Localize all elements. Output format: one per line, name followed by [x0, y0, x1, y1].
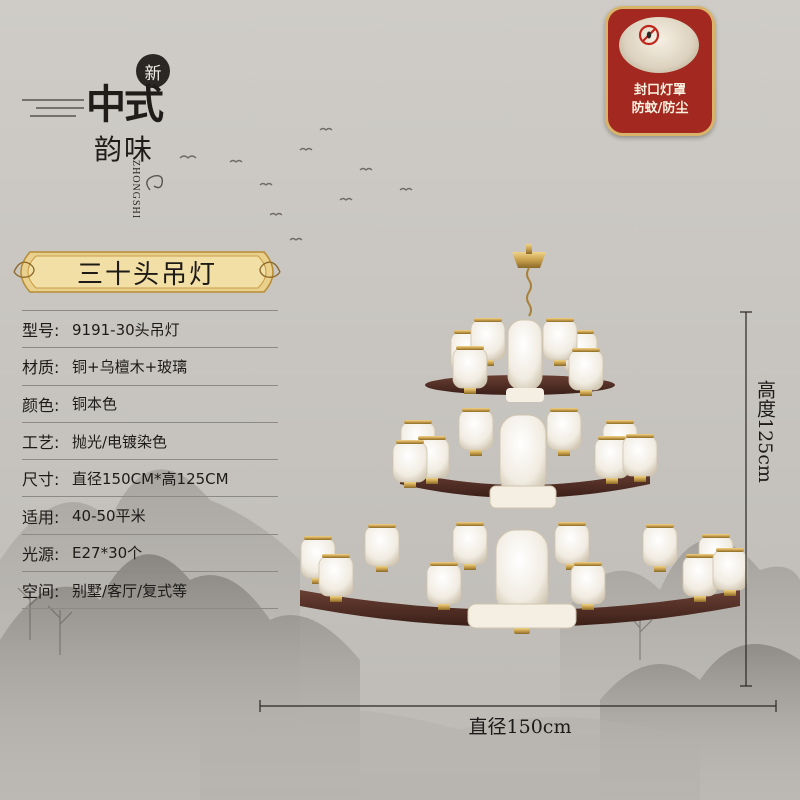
diameter-dimension-label: 直径150cm: [468, 716, 572, 738]
logo-line-2: 韵味: [94, 133, 155, 166]
spec-value: 铜+乌檀木+玻璃: [72, 357, 188, 376]
spec-row: 尺寸: 直径150CM*高125CM: [22, 460, 278, 498]
spec-row: 材质: 铜+乌檀木+玻璃: [22, 348, 278, 386]
spec-key: 适用:: [22, 507, 60, 527]
spec-key: 尺寸:: [22, 470, 60, 490]
height-dimension-label: 高度125cm: [754, 380, 776, 483]
spec-key: 光源:: [22, 544, 60, 564]
no-mosquito-icon: [638, 24, 660, 46]
spec-value: 9191-30头吊灯: [72, 320, 180, 339]
spec-row: 颜色: 铜本色: [22, 386, 278, 423]
spec-row: 光源: E27*30个: [22, 535, 278, 573]
logo-line-1: 中式: [86, 81, 164, 128]
feature-line-2: 防蚊/防尘: [631, 101, 689, 116]
spec-value: 抛光/电镀染色: [72, 432, 168, 451]
lamp-shade-photo: [619, 17, 699, 73]
spec-value: 40-50平米: [72, 507, 146, 526]
spec-value: E27*30个: [72, 544, 143, 563]
spec-row: 空间: 别墅/客厅/复式等: [22, 572, 278, 610]
spec-list: 型号: 9191-30头吊灯 材质: 铜+乌檀木+玻璃 颜色: 铜本色 工艺: …: [22, 310, 278, 610]
chandelier-illustration: [300, 244, 748, 634]
spec-row: 适用: 40-50平米: [22, 497, 278, 535]
spec-row: 型号: 9191-30头吊灯: [22, 310, 278, 349]
title-banner: 三十头吊灯: [8, 247, 286, 297]
spec-key: 工艺:: [22, 433, 60, 453]
spec-key: 颜色:: [22, 395, 60, 415]
spec-value: 别墅/客厅/复式等: [72, 581, 188, 600]
dimension-lines: [259, 311, 777, 712]
feature-line-1: 封口灯罩: [633, 83, 686, 98]
spec-row: 工艺: 抛光/电镀染色: [22, 423, 278, 461]
spec-value: 直径150CM*高125CM: [72, 469, 229, 488]
spec-key: 空间:: [22, 582, 60, 602]
logo-pinyin: ZHONGSHI: [130, 160, 141, 220]
brand-logo: 新 中式 韵味 ZHONGSHI: [20, 48, 180, 220]
spec-key: 材质:: [22, 358, 60, 378]
spec-key: 型号:: [22, 321, 60, 341]
spec-value: 铜本色: [72, 395, 118, 414]
title-banner-frame: [13, 251, 281, 293]
new-badge: 新: [136, 54, 170, 88]
feature-badge-card: 封口灯罩 防蚊/防尘: [605, 6, 715, 136]
product-title: 三十头吊灯: [76, 259, 217, 290]
